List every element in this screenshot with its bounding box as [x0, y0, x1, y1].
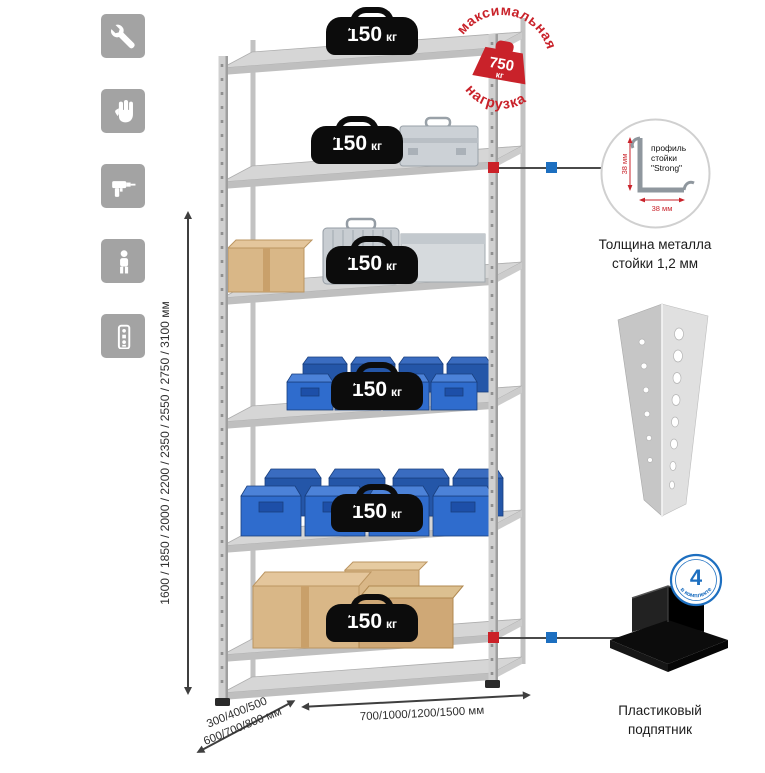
blue-marker — [546, 162, 557, 173]
red-marker — [488, 162, 499, 173]
foot-caption-line2: подпятник — [627, 721, 693, 737]
profile-dim-horizontal: 38 мм — [652, 204, 673, 213]
blue-marker — [546, 632, 557, 643]
drill-icon — [101, 164, 145, 208]
post-profile-detail: 38 мм 38 мм профиль стойки "Strong" — [600, 118, 711, 229]
profile-cross-section — [630, 136, 695, 193]
kit-count-value: 4 — [690, 565, 703, 590]
stamp-unit: кг — [495, 69, 505, 80]
profile-label: профиль стойки "Strong" — [651, 143, 687, 173]
aluminum-case — [399, 116, 479, 167]
load-value: 150 — [351, 500, 388, 523]
height-dimension-label: 1600 / 1850 / 2000 / 2200 / 2350 / 2550 … — [158, 301, 172, 605]
wrench-icon — [101, 14, 145, 58]
hardware-icon — [101, 314, 145, 358]
profile-label-line3: "Strong" — [651, 163, 682, 173]
profile-dim-vertical: 38 мм — [620, 154, 629, 175]
front-right-post — [485, 34, 500, 688]
back-right-post — [520, 18, 526, 664]
foot-caption-line1: Пластиковый — [618, 703, 702, 718]
max-load-stamp: максимальная нагрузка 750 кг — [452, 2, 566, 118]
load-unit: кг — [386, 617, 398, 631]
load-unit: кг — [371, 139, 383, 153]
load-unit: кг — [391, 385, 403, 399]
post-perforations — [638, 327, 684, 490]
cardboard-box — [226, 239, 314, 293]
load-value: 150 — [346, 23, 383, 46]
gloves-icon — [101, 89, 145, 133]
load-value: 150 — [351, 378, 388, 401]
corner-post-image — [617, 303, 709, 517]
profile-caption: Толщина металла стойки 1,2 мм — [580, 236, 730, 274]
load-value: 150 — [346, 610, 383, 633]
foot-caption: Пластиковый подпятник — [585, 702, 735, 740]
profile-caption-line2: стойки 1,2 мм — [611, 255, 699, 271]
load-unit: кг — [391, 507, 403, 521]
profile-label-line2: стойки — [651, 153, 677, 163]
profile-dimensions: 38 мм 38 мм — [620, 137, 685, 213]
stamp-arc-bottom-text: нагрузка — [459, 80, 531, 118]
back-left-post — [250, 40, 256, 686]
kit-count-badge: 4 в комплекте — [669, 553, 723, 607]
profile-caption-line1: Толщина металла — [598, 237, 712, 252]
person-icon — [101, 239, 145, 283]
stamp-weight-icon: 750 кг — [472, 40, 526, 85]
svg-text:нагрузка: нагрузка — [459, 80, 531, 118]
front-left-post — [215, 56, 230, 706]
stamp-value: 750 — [488, 54, 516, 75]
load-unit: кг — [386, 30, 398, 44]
red-marker — [488, 632, 499, 643]
load-value: 150 — [346, 252, 383, 275]
profile-label-line1: профиль — [651, 143, 687, 153]
load-unit: кг — [386, 259, 398, 273]
load-value: 150 — [331, 132, 368, 155]
foot-callout-line — [493, 637, 645, 639]
height-dimension-line — [184, 211, 192, 695]
